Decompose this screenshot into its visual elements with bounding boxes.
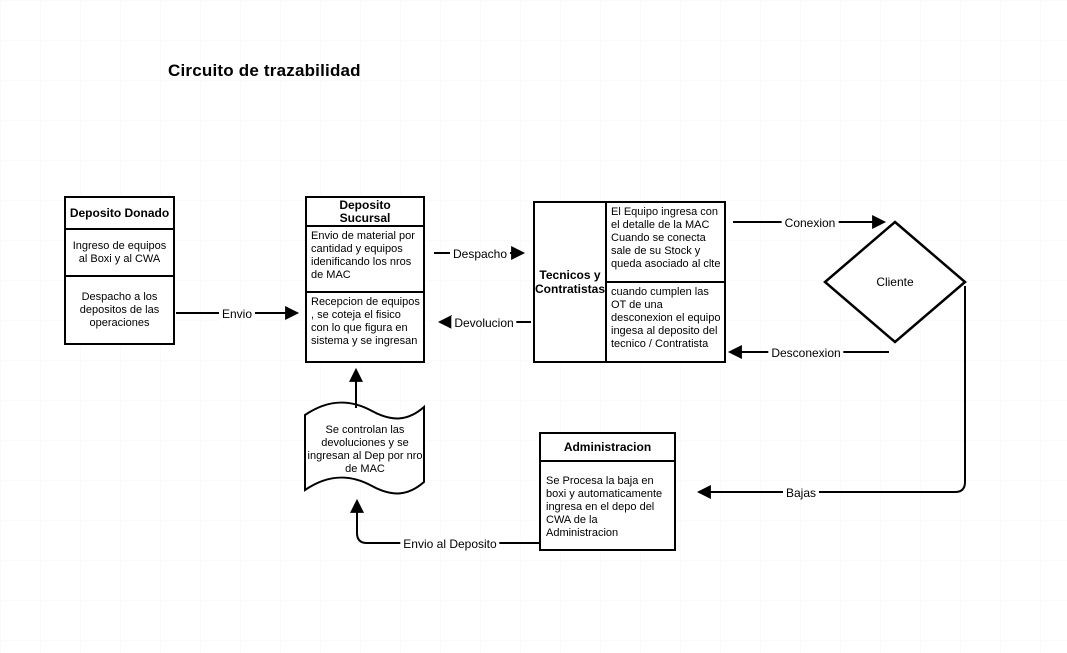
edge-label-bajas: Bajas bbox=[782, 486, 820, 500]
administracion-header: Administracion bbox=[541, 434, 674, 462]
diagram-title: Circuito de trazabilidad bbox=[168, 61, 361, 80]
cliente-diamond bbox=[823, 220, 967, 344]
deposito-sucursal-section-envio: Envio de material por cantidad y equipos… bbox=[307, 227, 423, 293]
node-deposito-donado: Deposito Donado Ingreso de equipos al Bo… bbox=[64, 196, 175, 345]
deposito-donado-section-despacho: Despacho a los depositos de las operacio… bbox=[79, 290, 160, 329]
tecnicos-cell-desconexion: cuando cumplen las OT de una desconexion… bbox=[611, 286, 721, 350]
document-text: Se controlan las devoluciones y se ingre… bbox=[307, 424, 423, 475]
node-administracion: Administracion Se Procesa la baja en box… bbox=[539, 432, 676, 551]
deposito-donado-section-ingreso: Ingreso de equipos al Boxi y al CWA bbox=[66, 230, 173, 277]
envio-al-deposito-arrow bbox=[350, 498, 539, 544]
deposito-donado-header: Deposito Donado bbox=[66, 198, 173, 230]
edge-label-envio-al-deposito: Envio al Deposito bbox=[400, 537, 500, 551]
administracion-body: Se Procesa la baja en boxi y automaticam… bbox=[546, 475, 663, 539]
node-deposito-sucursal: Deposito Sucursal Envio de material por … bbox=[305, 196, 425, 363]
edge-label-conexion: Conexion bbox=[781, 216, 839, 230]
edge-label-envio: Envio bbox=[218, 307, 256, 321]
bajas-arrow bbox=[696, 286, 966, 499]
edge-label-despacho: Despacho bbox=[449, 247, 511, 261]
edge-label-desconexion: Desconexion bbox=[768, 346, 844, 360]
deposito-sucursal-header: Deposito Sucursal bbox=[307, 198, 423, 227]
document-shape bbox=[304, 401, 425, 495]
edge-label-devolucion: Devolucion bbox=[451, 316, 517, 330]
deposito-sucursal-header-text: Deposito Sucursal bbox=[339, 197, 391, 225]
tecnicos-cell-conexion: El Equipo ingresa con el detalle de la M… bbox=[607, 203, 724, 283]
cliente-label: Cliente bbox=[876, 275, 914, 289]
deposito-sucursal-section-recepcion: Recepcion de equipos , se coteja el fisi… bbox=[311, 296, 420, 347]
tecnicos-contratistas-header: Tecnicos y Contratistas bbox=[535, 203, 607, 361]
tecnicos-contratistas-cells: El Equipo ingresa con el detalle de la M… bbox=[607, 203, 724, 361]
node-tecnicos-contratistas: Tecnicos y Contratistas El Equipo ingres… bbox=[533, 201, 726, 363]
